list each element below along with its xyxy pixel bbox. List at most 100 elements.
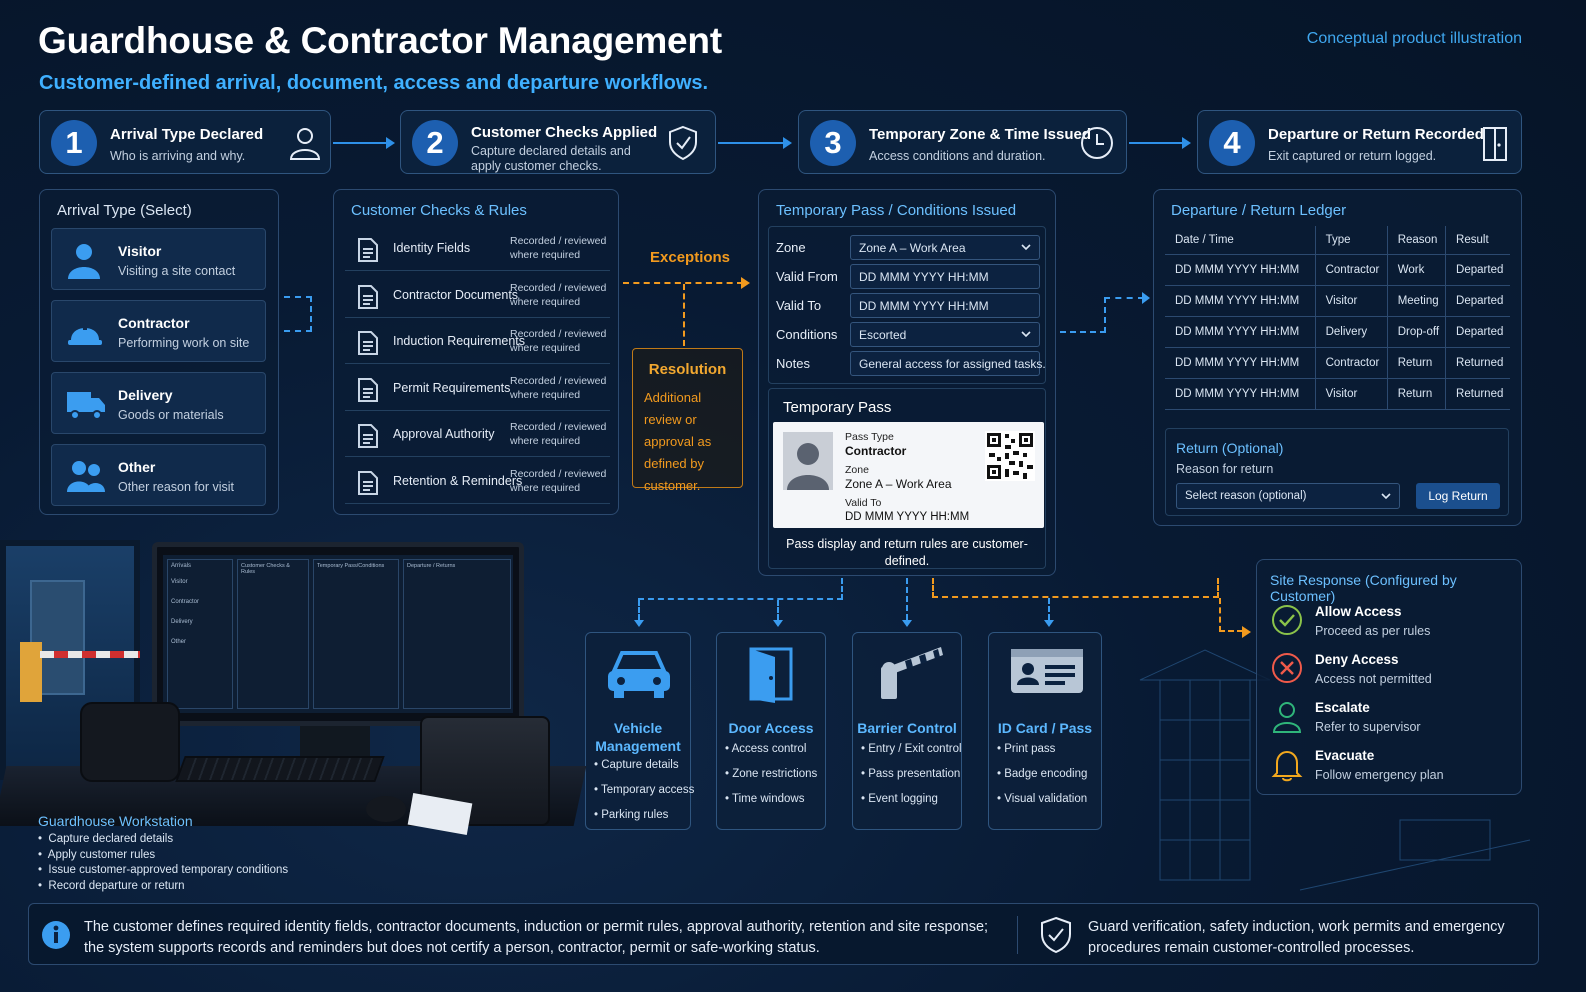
barrier-arm (40, 651, 140, 658)
step-desc: Access conditions and duration. (869, 149, 1046, 163)
chevron-down-icon (1021, 331, 1031, 338)
device-barrier-control: Barrier Control Entry / Exit control Pas… (852, 632, 962, 830)
pass-card: Pass Type Contractor Zone Zone A – Work … (773, 422, 1044, 528)
door-icon (1483, 127, 1507, 161)
step-1: 1 Arrival Type Declared Who is arriving … (39, 110, 331, 174)
check-status: Recorded / reviewed where required (510, 421, 607, 447)
panel-title: Departure / Return Ledger (1171, 202, 1347, 219)
connector-response (932, 578, 1219, 598)
device-bullet: Event logging (861, 793, 962, 818)
notes-field[interactable]: Notes General access for assigned tasks. (768, 351, 1046, 377)
truck-icon (67, 392, 105, 420)
step-2: 2 Customer Checks Applied Capture declar… (400, 110, 716, 174)
ledger-cell: Departed (1445, 316, 1510, 348)
check-status: Recorded / reviewed where required (510, 374, 607, 401)
supervisor-icon (1272, 702, 1302, 733)
check-circle-icon (1272, 605, 1302, 635)
screen-panel-checks: Customer Checks & Rules (237, 559, 309, 709)
workstation-bullet: • Issue customer-approved temporary cond… (38, 864, 289, 876)
screen-tab: Departure / Returns (407, 563, 456, 569)
ledger-column-header: Result (1445, 226, 1510, 255)
ledger-cell: DD MMM YYYY HH:MM (1165, 285, 1316, 317)
log-return-button[interactable]: Log Return (1416, 483, 1500, 509)
screen-tab: Arrivals (171, 563, 192, 569)
step-title: Arrival Type Declared (110, 126, 264, 143)
conditions-select[interactable]: Escorted (850, 322, 1040, 347)
field-label: Valid To (776, 298, 822, 313)
return-placeholder: Select reason (optional) (1185, 490, 1307, 502)
flow-arrow (1129, 137, 1191, 149)
device-bullet: Visual validation (997, 793, 1087, 818)
arrival-option-desc: Performing work on site (118, 336, 250, 350)
device-title: Barrier Control (857, 720, 957, 736)
document-icon (358, 331, 378, 355)
concept-note: Conceptual product illustration (1306, 30, 1522, 47)
valid-to-field[interactable]: Valid To DD MMM YYYY HH:MM (768, 293, 1042, 319)
check-status: Recorded / reviewed where required (510, 235, 607, 261)
valid-from-input[interactable]: DD MMM YYYY HH:MM (850, 264, 1040, 289)
valid-to-input[interactable]: DD MMM YYYY HH:MM (850, 293, 1040, 318)
field-label: Conditions (776, 327, 838, 342)
ledger-cell: Return (1387, 378, 1447, 410)
arrival-option-visitor[interactable]: Visitor Visiting a site contact (51, 228, 266, 290)
resolution-text: Additional review or approval as defined… (644, 390, 712, 493)
arrival-type-panel: Arrival Type (Select) Visitor Visiting a… (39, 189, 279, 515)
return-reason-select[interactable]: Select reason (optional) (1176, 483, 1400, 509)
shield-check-icon (1041, 916, 1071, 954)
bullet-text: Apply customer rules (47, 848, 156, 861)
device-title: Door Access (728, 720, 814, 736)
x-circle-icon (1272, 653, 1302, 683)
valid-from-field[interactable]: Valid From DD MMM YYYY HH:MM (768, 264, 1042, 290)
zone-field[interactable]: Zone Zone A – Work Area (768, 235, 1042, 261)
arrival-option-title: Other (118, 459, 156, 475)
ledger-cell: Visitor (1315, 285, 1388, 317)
conditions-field[interactable]: Conditions Escorted (768, 322, 1042, 348)
field-value: Escorted (859, 328, 907, 342)
bell-icon (1271, 750, 1303, 782)
arrival-option-delivery[interactable]: Delivery Goods or materials (51, 372, 266, 434)
connector-pass-ledger (1060, 297, 1106, 333)
monitor: Arrivals Visitor Contractor Delivery Oth… (152, 542, 524, 726)
connector-arrowhead (902, 620, 912, 627)
step-title: Departure or Return Recorded (1268, 126, 1484, 143)
zone-select[interactable]: Zone A – Work Area (850, 235, 1040, 260)
step-desc: Exit captured or return logged. (1268, 149, 1437, 163)
response-desc: Follow emergency plan (1315, 768, 1444, 782)
pass-valid-value: DD MMM YYYY HH:MM (845, 511, 970, 523)
footer-divider (1017, 916, 1018, 954)
resolution-title: Resolution (648, 361, 727, 378)
device-bullet: Access control (725, 743, 817, 768)
page-title: Guardhouse & Contractor Management (38, 20, 722, 61)
footer-disclaimer: The customer defines required identity f… (28, 903, 1539, 965)
exceptions-label: Exceptions (650, 249, 731, 266)
panel-title: Site Response (Configured by Customer) (1270, 572, 1457, 604)
workstation-bullet: • Capture declared details (38, 833, 174, 845)
notes-input[interactable]: General access for assigned tasks. (850, 351, 1046, 376)
check-title: Induction Requirements (393, 334, 526, 348)
chevron-down-icon (1381, 493, 1391, 500)
ledger-cell: Contractor (1315, 254, 1388, 286)
response-escalate: Escalate Refer to supervisor (1271, 698, 1511, 744)
connector-arrowhead (1242, 626, 1251, 638)
person-icon (289, 128, 321, 160)
connector-distribution (638, 578, 843, 600)
arrival-option-other[interactable]: Other Other reason for visit (51, 444, 266, 506)
ledger-cell: Drop-off (1387, 316, 1447, 348)
door-access-icon (749, 647, 793, 703)
device-bullet: Temporary access (594, 784, 694, 809)
arrival-option-contractor[interactable]: Contractor Performing work on site (51, 300, 266, 362)
connector-door (777, 600, 779, 620)
hard-hat-icon (68, 320, 102, 345)
id-card-icon (1011, 649, 1083, 693)
workstation-title: Guardhouse Workstation (38, 813, 193, 829)
connector-arrival-checks (284, 296, 312, 332)
response-title: Escalate (1315, 700, 1370, 715)
device-bullet: Pass presentation (861, 768, 962, 793)
step-number: 1 (51, 120, 97, 166)
